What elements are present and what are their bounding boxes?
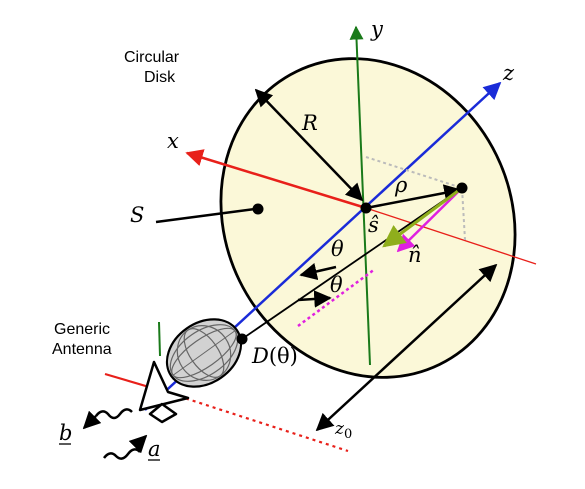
s-hat-arrow: [382, 186, 463, 248]
disk-title-line1: Circular: [124, 49, 180, 66]
theta-lower-label: θ: [330, 273, 343, 297]
z-axis-label: z: [502, 61, 515, 85]
antenna-y-axis: [158, 321, 161, 357]
x-axis-label: x: [167, 129, 179, 153]
theta-upper-label: θ: [331, 237, 344, 261]
rho-vector: [365, 184, 462, 210]
disk-surface-point: [456, 182, 468, 194]
n-hat-label: n̂: [408, 243, 422, 267]
antenna-x-axis-dotted: [165, 390, 349, 453]
z0-label: z0: [334, 419, 352, 442]
ray-to-disk-point: [241, 187, 463, 340]
y-axis-label: y: [370, 17, 384, 41]
n-hat-arrow: [396, 187, 463, 253]
wave-a-arrow: [128, 434, 148, 454]
wave-b-squiggle: [95, 408, 133, 420]
directivity-point: [236, 333, 248, 345]
wave-b-arrow: [82, 410, 102, 430]
s-hat-label: ŝ: [368, 213, 379, 237]
surface-point: [252, 203, 264, 215]
disk-center-point: [360, 202, 372, 214]
antenna-horn-icon: [138, 360, 190, 424]
x-axis-extension: [365, 207, 537, 265]
rho-label: ρ: [394, 173, 408, 197]
radius-label: R: [301, 111, 318, 135]
wave-a-label: a: [148, 437, 161, 461]
antenna-label-line1: Generic: [54, 321, 110, 338]
radius-arrow: [254, 88, 364, 202]
antenna-label-line2: Antenna: [52, 341, 112, 358]
wave-a-squiggle: [103, 448, 141, 460]
wave-b-label: b: [59, 421, 72, 445]
surface-pointer: [155, 207, 256, 224]
disk-title-line2: Disk: [144, 69, 176, 86]
directivity-label: D(θ): [251, 344, 298, 368]
surface-label: S: [130, 203, 144, 227]
antenna-lobe: [165, 318, 243, 388]
z0-distance-arrow: [315, 263, 498, 432]
